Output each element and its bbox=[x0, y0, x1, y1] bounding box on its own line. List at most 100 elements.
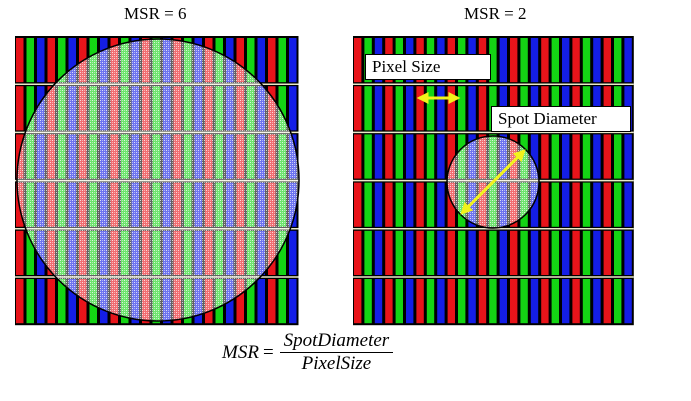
subpixel bbox=[58, 279, 66, 324]
subpixel bbox=[278, 86, 286, 131]
subpixel bbox=[458, 86, 466, 131]
subpixel bbox=[551, 134, 559, 179]
subpixel bbox=[562, 279, 570, 324]
subpixel bbox=[406, 230, 414, 275]
subpixel bbox=[562, 230, 570, 275]
subpixel bbox=[624, 182, 632, 227]
subpixel bbox=[468, 230, 476, 275]
subpixel bbox=[551, 38, 559, 83]
subpixel bbox=[530, 230, 539, 275]
subpixel bbox=[614, 230, 622, 275]
subpixel bbox=[582, 182, 591, 227]
subpixel bbox=[374, 134, 383, 179]
subpixel bbox=[541, 134, 549, 179]
subpixel bbox=[593, 182, 601, 227]
subpixel bbox=[278, 230, 286, 275]
subpixel bbox=[289, 86, 297, 131]
subpixel bbox=[68, 38, 76, 83]
subpixel bbox=[247, 279, 255, 324]
subpixel bbox=[447, 134, 455, 179]
subpixel bbox=[572, 38, 580, 83]
subpixel bbox=[541, 279, 549, 324]
subpixel bbox=[37, 279, 45, 324]
subpixel bbox=[426, 86, 435, 131]
subpixel bbox=[416, 86, 424, 131]
subpixel bbox=[603, 38, 611, 83]
subpixel bbox=[364, 86, 372, 131]
subpixel bbox=[624, 230, 632, 275]
subpixel bbox=[541, 182, 549, 227]
subpixel bbox=[614, 279, 622, 324]
subpixel bbox=[268, 38, 276, 83]
subpixel bbox=[364, 182, 372, 227]
subpixel bbox=[16, 86, 24, 131]
subpixel bbox=[26, 86, 34, 131]
subpixel bbox=[406, 134, 414, 179]
subpixel bbox=[510, 230, 518, 275]
pixel-size-label: Pixel Size bbox=[365, 54, 491, 80]
subpixel bbox=[562, 182, 570, 227]
measurement-arrows bbox=[416, 92, 526, 215]
subpixel bbox=[447, 182, 455, 227]
subpixel bbox=[26, 279, 34, 324]
subpixel bbox=[354, 182, 362, 227]
subpixel bbox=[593, 230, 601, 275]
subpixel bbox=[624, 38, 632, 83]
subpixel bbox=[603, 279, 611, 324]
subpixel bbox=[354, 279, 362, 324]
subpixel bbox=[562, 134, 570, 179]
panel-title-msr-6: MSR = 6 bbox=[124, 4, 187, 23]
subpixel bbox=[416, 230, 424, 275]
spot-diameter-label: Spot Diameter bbox=[491, 106, 631, 132]
subpixel bbox=[530, 182, 539, 227]
subpixel bbox=[614, 182, 622, 227]
subpixel bbox=[426, 134, 435, 179]
subpixel bbox=[385, 182, 393, 227]
subpixel bbox=[593, 134, 601, 179]
subpixel bbox=[374, 182, 383, 227]
pixel-grid-msr-6 bbox=[15, 36, 300, 326]
subpixel bbox=[354, 230, 362, 275]
subpixel bbox=[458, 279, 466, 324]
spot-speckle bbox=[17, 39, 299, 321]
subpixel bbox=[478, 230, 487, 275]
subpixel bbox=[364, 279, 372, 324]
subpixel bbox=[478, 86, 487, 131]
subpixel bbox=[37, 38, 45, 83]
subpixel bbox=[447, 86, 455, 131]
subpixel bbox=[551, 279, 559, 324]
subpixel bbox=[426, 279, 435, 324]
subpixel bbox=[354, 134, 362, 179]
subpixel bbox=[603, 230, 611, 275]
subpixel bbox=[68, 279, 76, 324]
subpixel bbox=[268, 279, 276, 324]
subpixel bbox=[374, 86, 383, 131]
subpixel bbox=[510, 279, 518, 324]
subpixel bbox=[582, 230, 591, 275]
subpixel bbox=[374, 279, 383, 324]
msr-formula: MSR = SpotDiameter PixelSize bbox=[222, 330, 394, 375]
subpixel bbox=[541, 38, 549, 83]
formula-lhs: MSR bbox=[222, 341, 259, 363]
subpixel bbox=[385, 279, 393, 324]
subpixel bbox=[624, 134, 632, 179]
subpixel bbox=[520, 279, 528, 324]
subpixel bbox=[247, 38, 255, 83]
subpixel bbox=[499, 230, 507, 275]
subpixel bbox=[58, 38, 66, 83]
subpixel bbox=[79, 279, 87, 324]
subpixel bbox=[26, 230, 34, 275]
subpixel bbox=[530, 38, 539, 83]
subpixel bbox=[437, 134, 445, 179]
subpixel bbox=[426, 182, 435, 227]
subpixel bbox=[447, 279, 455, 324]
subpixel bbox=[47, 279, 55, 324]
subpixel bbox=[289, 279, 297, 324]
subpixel bbox=[603, 182, 611, 227]
subpixel bbox=[447, 230, 455, 275]
subpixel bbox=[572, 182, 580, 227]
subpixel bbox=[278, 38, 286, 83]
subpixel bbox=[354, 38, 362, 83]
subpixel bbox=[278, 279, 286, 324]
